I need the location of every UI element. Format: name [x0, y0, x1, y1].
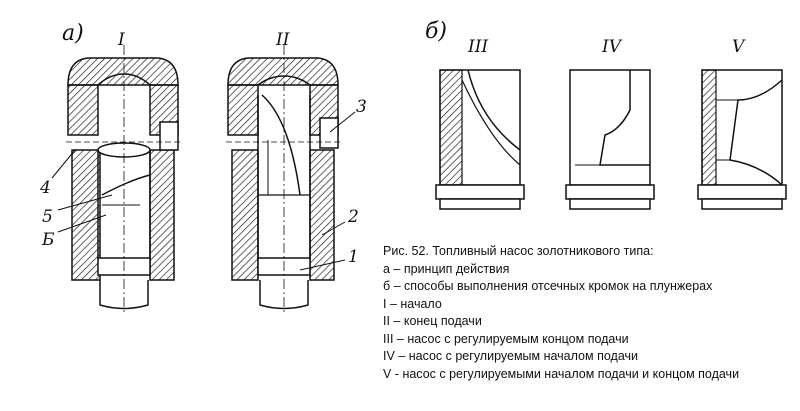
caption-line: IV – насос с регулируемым началом подачи	[383, 349, 638, 363]
panel-label-b: б)	[425, 19, 447, 44]
pump-i-start	[66, 45, 180, 315]
caption-line: V - насос с регулируемыми началом подачи…	[383, 366, 740, 381]
panel-label-a: а)	[62, 21, 84, 46]
caption-line: а – принцип действия	[383, 261, 510, 276]
part-label-4: 4	[39, 178, 51, 198]
caption-line: III – насос с регулируемым концом подачи	[383, 331, 629, 346]
figure-caption: Рис. 52. Топливный насос золотникового т…	[383, 243, 795, 383]
plunger-v	[697, 69, 787, 210]
roman-label-v: V	[732, 37, 746, 57]
caption-line: I – начало	[383, 296, 442, 311]
plunger-iv	[565, 69, 655, 210]
part-label-b: Б	[41, 230, 55, 250]
caption-line: б – способы выполнения отсечных кромок н…	[383, 279, 713, 293]
plunger-iii	[435, 69, 525, 210]
caption-line: II – конец подачи	[383, 314, 482, 328]
part-label-5: 5	[42, 207, 53, 227]
part-label-1: 1	[348, 247, 359, 267]
roman-label-iii: III	[467, 37, 488, 57]
caption-title: Рис. 52. Топливный насос золотникового т…	[383, 244, 654, 258]
part-label-3: 3	[356, 97, 367, 117]
part-label-2: 2	[347, 207, 359, 227]
roman-label-ii: II	[275, 30, 290, 50]
pump-ii-end	[226, 45, 340, 315]
leader-lines	[51, 111, 356, 271]
roman-label-i: I	[117, 30, 125, 50]
roman-label-iv: IV	[601, 37, 623, 57]
